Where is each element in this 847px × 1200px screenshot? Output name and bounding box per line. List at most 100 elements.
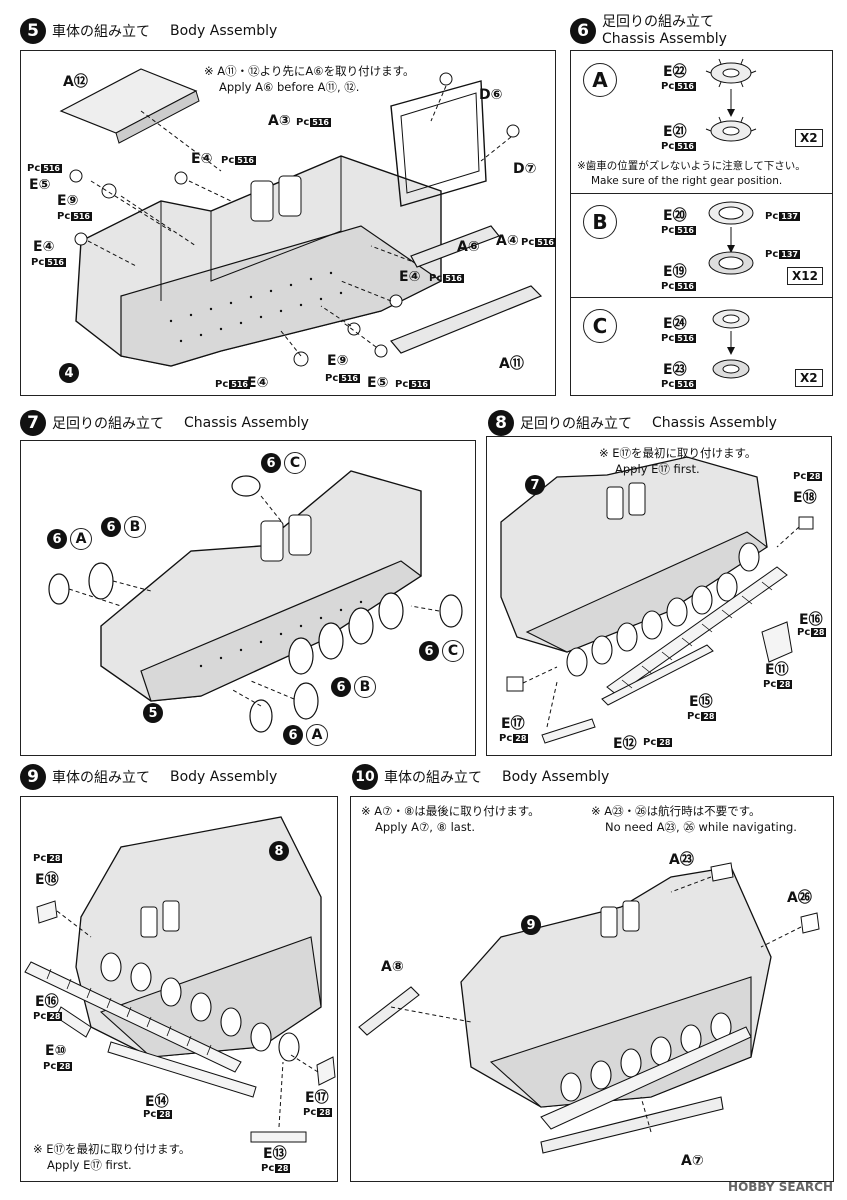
step6-sub-b-letter: B: [583, 205, 617, 239]
step5-header: 5 車体の組み立て Body Assembly: [20, 18, 277, 44]
step7-title-jp: 足回りの組み立て: [52, 416, 164, 432]
pc-text: Pc: [661, 81, 675, 92]
step8-note: ※ E⑰を最初に取り付けます。 Apply E⑰ first.: [599, 445, 756, 477]
ref-6b-left: 6: [101, 517, 121, 537]
step7-letter-a-left: A: [70, 528, 92, 550]
step6-number: 6: [570, 18, 596, 44]
pc-text: Pc: [33, 1011, 47, 1022]
step7-title-en: Chassis Assembly: [184, 415, 309, 431]
label-e23: E㉓: [663, 362, 687, 378]
ref-6b-bottom: 6: [331, 677, 351, 697]
pc-text: Pc: [521, 237, 535, 248]
step7-panel: 6 C 6 B 6 A 6 C 6 B 6 A 5: [20, 440, 476, 756]
step8-note-en: Apply E⑰ first.: [615, 462, 700, 476]
label-e18: E⑱: [793, 490, 817, 506]
label-d6: D⑥: [479, 87, 503, 103]
pc-code: 28: [47, 1012, 63, 1021]
label-a3: A③: [268, 113, 291, 129]
step7-letter-c-top: C: [284, 452, 306, 474]
pc-text: Pc: [57, 211, 71, 222]
pc-code: 28: [811, 628, 827, 637]
ref-step-8: 8: [269, 841, 289, 861]
pc-code: 28: [57, 1062, 73, 1071]
pc-code: 516: [675, 142, 696, 151]
step5-title-jp: 車体の組み立て: [52, 24, 150, 40]
step8-number: 8: [488, 410, 514, 436]
step10-note1-jp: ※ A⑦・⑧は最後に取り付けます。: [361, 804, 540, 818]
ref-step-4: 4: [59, 363, 79, 383]
pc-code: 516: [675, 82, 696, 91]
pc-text: Pc: [261, 1163, 275, 1174]
qty-a: X2: [795, 129, 823, 147]
pc-code: 516: [310, 118, 331, 127]
label-a8: A⑧: [381, 959, 404, 975]
label-9-e13: E⑬: [263, 1146, 287, 1162]
label-e9-bot: E⑨: [327, 353, 349, 369]
pc-text: Pc: [763, 679, 777, 690]
pc-code: 28: [275, 1164, 291, 1173]
pc-code: 28: [777, 680, 793, 689]
label-9-e14: E⑭: [145, 1094, 169, 1110]
pc-code: 516: [229, 380, 250, 389]
step8-note-jp: ※ E⑰を最初に取り付けます。: [599, 446, 757, 460]
step9-title-jp: 車体の組み立て: [52, 770, 150, 786]
pc-text: Pc: [43, 1061, 57, 1072]
step10-hull-illustration: [351, 797, 835, 1183]
label-9-e16: E⑯: [35, 994, 59, 1010]
label-9-e18: E⑱: [35, 872, 59, 888]
label-a12: A⑫: [63, 74, 88, 90]
pc-code: 516: [675, 282, 696, 291]
label-e22: E㉒: [663, 64, 687, 80]
step6-sub-a-letter: A: [583, 63, 617, 97]
label-a26: A㉖: [787, 890, 812, 906]
pc-code: 28: [157, 1110, 173, 1119]
label-e21: E㉑: [663, 124, 687, 140]
label-a7: A⑦: [681, 1153, 704, 1169]
label-e5-left: E⑤: [29, 177, 51, 193]
label-e4-mid: E④: [399, 269, 421, 285]
pc-text: Pc: [303, 1107, 317, 1118]
label-a6: A⑥: [457, 239, 480, 255]
step5-note-en: Apply A⑥ before A⑪, ⑫.: [219, 80, 360, 94]
pc-text: Pc: [687, 711, 701, 722]
pc-code: 516: [339, 374, 360, 383]
ref-6a-left: 6: [47, 529, 67, 549]
pc-text: Pc: [661, 379, 675, 390]
step7-chassis-illustration: [21, 441, 477, 757]
pc-code: 516: [235, 156, 256, 165]
qty-c: X2: [795, 369, 823, 387]
step10-note-1: ※ A⑦・⑧は最後に取り付けます。 Apply A⑦, ⑧ last.: [361, 803, 540, 835]
step7-letter-a-bottom: A: [306, 724, 328, 746]
step9-number: 9: [20, 764, 46, 790]
step6-header: 6 足回りの組み立て Chassis Assembly: [570, 14, 727, 48]
pc-code: 137: [779, 250, 800, 259]
step7-letter-b-left: B: [124, 516, 146, 538]
pc-code: 516: [443, 274, 464, 283]
pc-code: 28: [513, 734, 529, 743]
qty-b: X12: [787, 267, 823, 285]
step9-note-en: Apply E⑰ first.: [47, 1158, 132, 1172]
step8-header: 8 足回りの組み立て Chassis Assembly: [488, 410, 777, 436]
label-e19: E⑲: [663, 264, 687, 280]
step6-title-en: Chassis Assembly: [602, 31, 727, 47]
step6-gear-illustration: [571, 51, 834, 397]
pc-code: 516: [675, 380, 696, 389]
step8-title-en: Chassis Assembly: [652, 415, 777, 431]
